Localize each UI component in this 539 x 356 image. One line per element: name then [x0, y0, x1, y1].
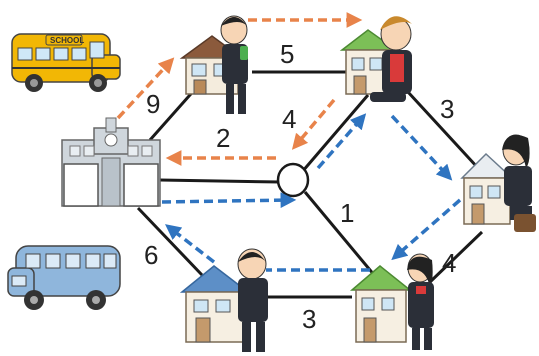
edge-school-center: [159, 178, 281, 184]
edge-houseB-houseC: [406, 90, 480, 170]
girl-student-figure-right: [502, 134, 536, 232]
weight-school-houseD: 6: [144, 240, 158, 270]
edge-weight-labels: 9 5 4 2 3 1 6 4 3: [144, 39, 456, 334]
blue-arrow-center-to-houseB: [316, 113, 367, 170]
center-intersection-node: [276, 162, 310, 198]
weight-center-houseE: 1: [340, 198, 354, 228]
weight-houseD-houseE: 3: [302, 304, 316, 334]
orange-arrow-school-to-houseA: [116, 57, 175, 120]
weight-houseA-houseB: 5: [280, 39, 294, 69]
edge-houseC-houseE: [428, 230, 484, 284]
boy-student-phone-figure: [220, 15, 248, 114]
girl-student-figure-bottom: [407, 253, 434, 350]
weight-houseB-center: 4: [282, 104, 296, 134]
blue-arrow-school-to-center: [161, 192, 297, 209]
orange-arrow-houseB-to-center: [291, 98, 336, 150]
weight-houseB-houseC: 3: [440, 94, 454, 124]
house-e-icon: [349, 265, 413, 343]
edge-houseB-center: [300, 94, 370, 173]
graph-edges: [136, 70, 484, 299]
weight-houseC-houseE: 4: [442, 248, 456, 278]
edge-school-houseD: [136, 206, 204, 277]
weight-school-houseA: 9: [146, 89, 160, 119]
blue-arrow-houseD-to-school: [165, 224, 216, 264]
delinquent-student-figure: [370, 16, 412, 102]
school-building-icon: [61, 117, 161, 207]
blue-arrow-houseC-to-houseE: [391, 198, 462, 261]
edge-center-houseE: [303, 191, 382, 283]
house-c-icon: [460, 152, 514, 225]
orange-path-arrows: [116, 12, 363, 166]
blue-bus-icon: [7, 245, 121, 310]
weight-school-center: 2: [216, 123, 230, 153]
blue-path-arrows: [161, 113, 462, 272]
yellow-school-bus-icon: SCHOOL: [11, 33, 121, 92]
school-bus-sign: SCHOOL: [50, 36, 84, 45]
boy-student-figure-bottom: [237, 248, 268, 352]
